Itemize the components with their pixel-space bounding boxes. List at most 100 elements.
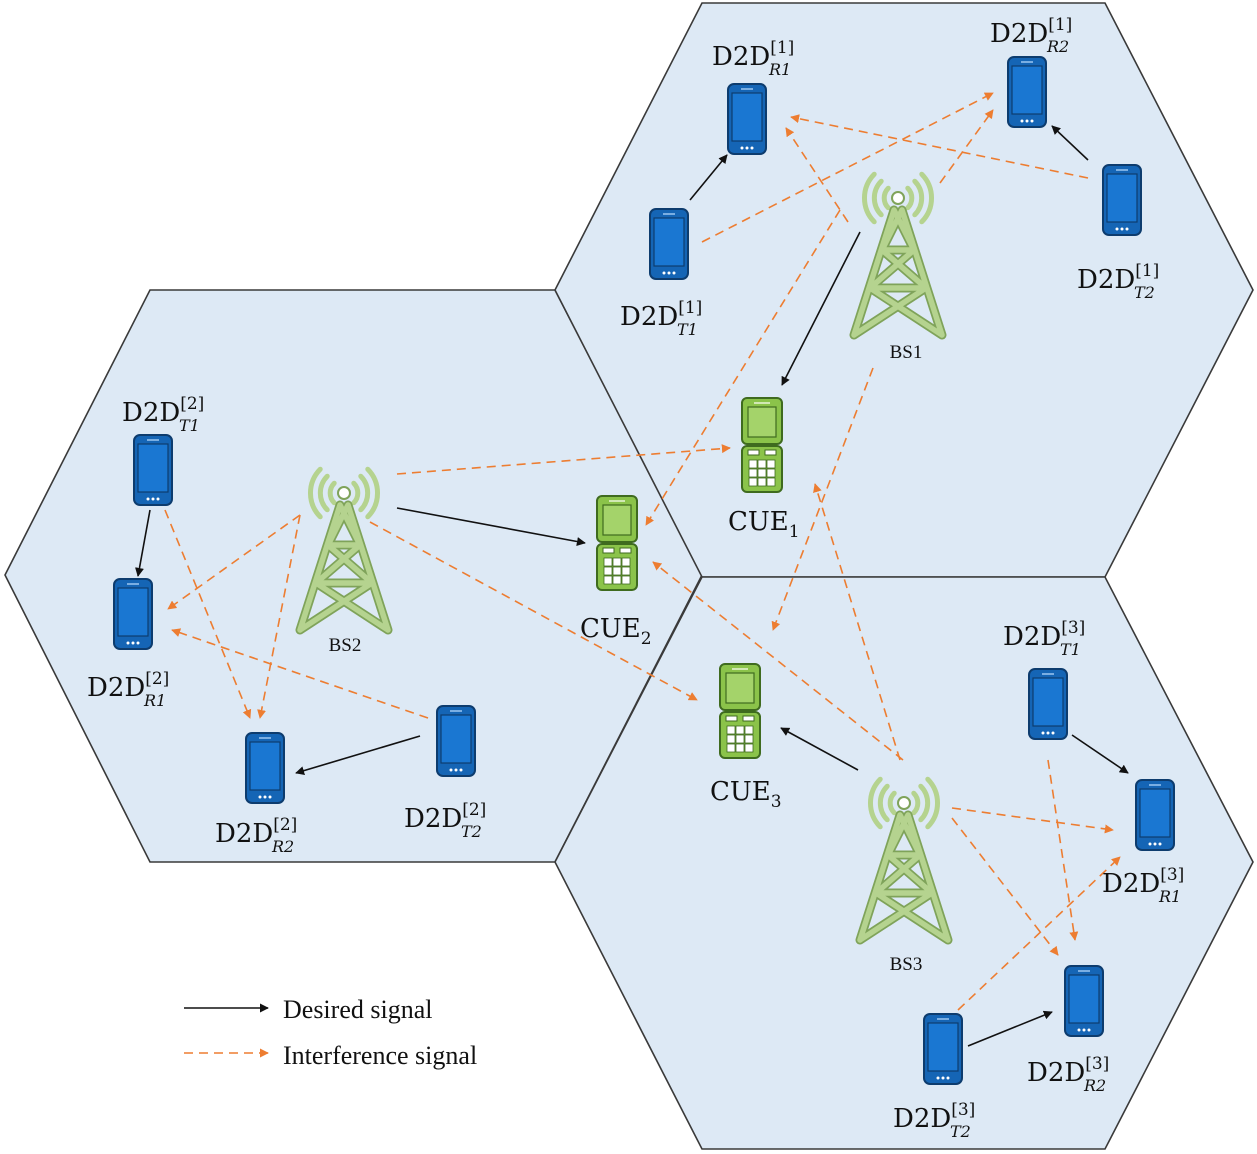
phone-button-dot — [258, 795, 262, 799]
phone-button-dot — [126, 641, 130, 645]
d2d-label-role: T2 — [1134, 283, 1155, 302]
signal-wave-icon — [327, 480, 337, 506]
signal-wave-icon — [905, 185, 915, 211]
keypad-key — [748, 477, 758, 487]
d2d-label-base: D2D — [1003, 622, 1061, 652]
signal-links — [135, 92, 1129, 1047]
phone-screen — [1011, 65, 1043, 115]
legend-desired-label: Desired signal — [283, 995, 432, 1024]
d2d-label-role: R2 — [1046, 37, 1069, 56]
phone-button-dot — [131, 641, 135, 645]
phone-screen — [137, 443, 169, 493]
d2d-label-c3r1: D2D[3]R1 — [1102, 865, 1184, 906]
d2d-label-cell-index: [1] — [1135, 261, 1159, 281]
keypad-key — [726, 725, 736, 735]
phone-button-dot — [1077, 1028, 1081, 1032]
phone-button-dot — [1148, 842, 1152, 846]
keypad-key — [603, 575, 613, 585]
signal-wave-icon — [925, 776, 940, 830]
keypad-key — [603, 557, 613, 567]
d2d-label-base: D2D — [1027, 1058, 1085, 1088]
d2d-label-cell-index: [1] — [770, 38, 794, 58]
d2d-label-cell-index: [2] — [273, 815, 297, 835]
d2d-phone-c1t1 — [649, 208, 689, 280]
d2d-phone-c3t2 — [923, 1013, 963, 1085]
phone-button-dot — [1158, 842, 1162, 846]
desired-signal-arrow — [1051, 125, 1089, 161]
phone-button-dot — [936, 1076, 940, 1080]
phone-button-dot — [146, 497, 150, 501]
keypad-key — [603, 566, 613, 576]
d2d-label-role: T2 — [461, 822, 482, 841]
phone-button-dot — [136, 641, 140, 645]
d2d-label-cell-index: [2] — [180, 394, 204, 414]
d2d-label-role: T1 — [179, 416, 200, 435]
phone-button-dot — [1115, 227, 1119, 231]
cue-label-cue2: CUE2 — [580, 614, 652, 649]
signal-wave-icon — [317, 473, 330, 513]
signal-wave-icon — [308, 466, 323, 520]
phone-button-dot — [459, 768, 463, 772]
d2d-phone-c2t2 — [436, 705, 476, 777]
d2d-label-c3t1: D2D[3] T1 — [1003, 618, 1085, 659]
d2d-label-base: D2D — [893, 1104, 951, 1134]
d2d-label-cell-index: [3] — [1085, 1054, 1109, 1074]
keypad-key — [742, 715, 755, 722]
d2d-label-c1t2: D2D[1] T2 — [1077, 261, 1159, 302]
d2d-label-role: T2 — [950, 1122, 971, 1141]
phone-screen — [1032, 677, 1064, 727]
interference-signal-arrow — [951, 807, 1114, 834]
keypad-key — [744, 734, 754, 744]
keypad-key — [619, 547, 632, 554]
nodes-layer — [113, 56, 1175, 1085]
base-station-bs2 — [295, 466, 393, 635]
d2d-label-base: D2D — [404, 804, 462, 834]
keypad-key — [725, 715, 738, 722]
keypad-key — [612, 566, 622, 576]
phone-screen — [1068, 974, 1100, 1024]
legend-interference-label: Interference signal — [283, 1041, 477, 1070]
cue-label-cue1: CUE1 — [728, 507, 800, 542]
interference-signal-arrow — [785, 127, 849, 223]
interference-signal-arrow — [645, 209, 841, 526]
signal-wave-icon — [881, 185, 891, 211]
signal-wave-icon — [871, 178, 884, 218]
legend: Desired signal Interference signal — [184, 995, 477, 1070]
phone-screen — [1139, 788, 1171, 838]
d2d-phone-c2t1 — [133, 434, 173, 506]
desired-signal-arrow — [396, 507, 586, 546]
keypad-key — [757, 459, 767, 469]
desired-signal-arrow — [135, 509, 151, 577]
interference-signal-arrow — [164, 509, 252, 719]
d2d-label-c1t1: D2D[1]T1 — [620, 298, 702, 339]
signal-wave-icon — [887, 790, 897, 816]
desired-signal-arrow — [1071, 734, 1129, 774]
signal-wave-icon — [365, 466, 380, 520]
interference-signal-arrow — [939, 109, 994, 184]
phone-button-dot — [740, 146, 744, 150]
interference-signal-arrow — [813, 483, 901, 761]
interference-signal-arrow — [1047, 759, 1079, 941]
phone-button-dot — [263, 795, 267, 799]
signal-wave-icon — [877, 783, 890, 823]
d2d-phone-c1r1 — [727, 83, 767, 155]
interference-signal-arrow — [369, 521, 698, 701]
d2d-label-role: R1 — [768, 60, 791, 79]
d2d-label-cell-index: [3] — [1061, 618, 1085, 638]
d2d-label-c2r2: D2D[2]R2 — [215, 815, 297, 856]
d2d-label-base: D2D — [1077, 265, 1135, 295]
keypad-key — [757, 477, 767, 487]
phone-button-dot — [941, 1076, 945, 1080]
d2d-label-base: D2D — [1102, 869, 1160, 899]
phone-button-dot — [1046, 731, 1050, 735]
desired-signal-arrow — [689, 154, 728, 201]
tower-icon — [851, 207, 945, 338]
phone-screen — [1106, 173, 1138, 223]
keypad-key — [748, 459, 758, 469]
d2d-label-role: T1 — [1060, 640, 1081, 659]
d2d-phone-c3r1 — [1135, 779, 1175, 851]
base-station-label: BS3 — [890, 954, 923, 975]
flip-phone-screen — [725, 672, 755, 704]
phone-button-dot — [667, 271, 671, 275]
phone-button-dot — [1125, 227, 1129, 231]
